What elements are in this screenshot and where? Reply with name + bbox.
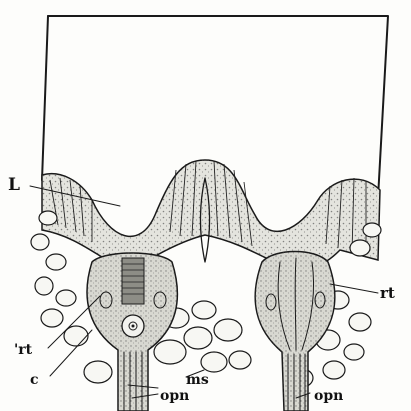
label-L: L — [8, 175, 20, 195]
label-opn-left: opn — [160, 388, 189, 404]
striated-layer — [42, 160, 380, 268]
label-rt-left: 'rt — [14, 342, 33, 358]
label-c: c — [30, 372, 39, 388]
label-rt-right: rt — [380, 284, 395, 302]
label-ms: ms — [186, 372, 209, 388]
label-opn-right: opn — [314, 388, 343, 404]
